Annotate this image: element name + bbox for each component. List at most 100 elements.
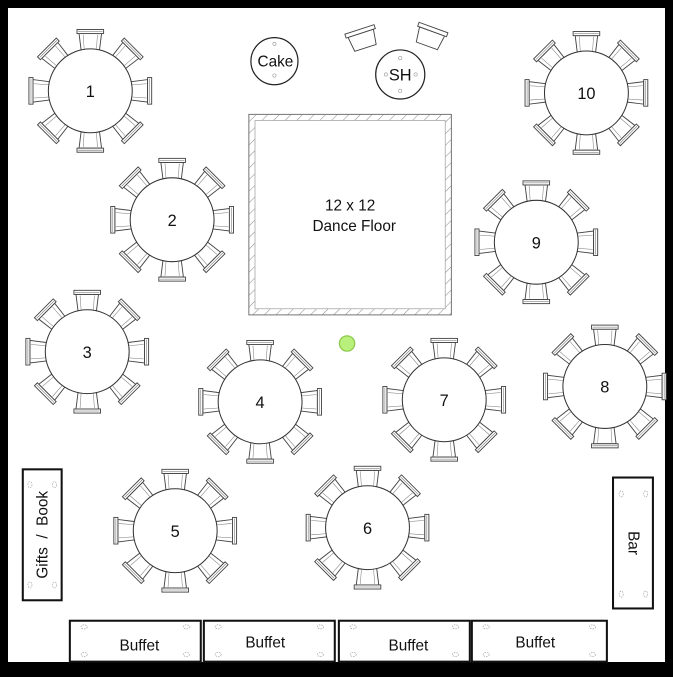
table-top <box>47 48 133 134</box>
chair <box>158 260 186 282</box>
chair <box>28 77 50 105</box>
bar-table[interactable]: Bar <box>611 476 654 610</box>
table-top <box>217 359 303 445</box>
buffet-table[interactable]: Buffet <box>202 619 336 663</box>
table-number: 2 <box>168 212 177 230</box>
buffet-leg-marker <box>482 652 490 657</box>
chair <box>430 337 458 360</box>
table-number: 3 <box>83 344 92 362</box>
table-top <box>132 488 218 574</box>
chair <box>305 513 328 542</box>
floor-plan-canvas: 12 x 12 Dance Floor Cake SH <box>8 8 667 663</box>
chair <box>300 388 322 416</box>
buffet-leg-marker <box>214 652 222 657</box>
sweetheart-chair <box>344 24 377 52</box>
chair <box>198 388 220 416</box>
chair <box>246 442 274 464</box>
buffet-leg-marker <box>80 652 88 657</box>
buffet-table[interactable]: Buffet <box>470 619 608 663</box>
chair <box>212 205 234 234</box>
sweetheart-chair <box>415 21 449 51</box>
chair <box>130 77 153 105</box>
dance-floor: 12 x 12 Dance Floor <box>248 113 452 316</box>
round-table[interactable]: 5 <box>113 468 238 593</box>
green-marker-dot[interactable] <box>338 335 356 352</box>
chair <box>215 516 238 545</box>
dance-floor-label: Dance Floor <box>312 218 396 235</box>
buffet-label: Buffet <box>389 637 430 654</box>
table-top <box>562 344 648 429</box>
buffet-leg-marker <box>183 624 190 630</box>
table-number: 9 <box>532 234 541 252</box>
sweetheart-table[interactable]: SH <box>344 21 449 100</box>
floor-plan-svg: 12 x 12 Dance Floor Cake SH <box>21 21 667 663</box>
table-top <box>129 177 215 263</box>
buffet-leg-marker <box>80 624 88 630</box>
round-table[interactable]: 7 <box>382 337 507 462</box>
table-number: 6 <box>363 520 372 538</box>
chair <box>572 31 601 53</box>
chair <box>246 339 274 362</box>
buffet-label: Buffet <box>120 637 161 654</box>
chair <box>127 337 150 366</box>
round-table[interactable]: 4 <box>198 339 322 464</box>
buffet-leg-marker <box>214 624 222 630</box>
table-top <box>543 50 629 136</box>
chair <box>524 79 546 107</box>
table-number: 7 <box>440 392 449 410</box>
gifts-book-label: Gifts / Book <box>34 491 51 579</box>
chair <box>113 516 135 545</box>
buffet-leg-marker <box>452 652 459 657</box>
chair <box>25 337 47 366</box>
cake-table[interactable]: Cake <box>250 37 299 86</box>
chair <box>73 392 101 414</box>
chair <box>382 386 404 414</box>
table-number: 8 <box>600 379 609 397</box>
round-table[interactable]: 2 <box>110 157 234 282</box>
chair <box>543 372 565 401</box>
buffet-label: Buffet <box>515 634 556 651</box>
buffet-leg-marker <box>589 652 596 657</box>
buffet-leg-marker <box>482 624 490 630</box>
round-table[interactable]: 10 <box>524 31 649 155</box>
chair <box>76 131 105 153</box>
gifts-book-table[interactable]: Gifts / Book <box>21 468 63 602</box>
buffet-label: Buffet <box>245 634 286 651</box>
chair <box>572 133 601 155</box>
chair <box>76 29 105 51</box>
bar-label: Bar <box>624 531 641 555</box>
buffet-leg-marker <box>349 652 357 657</box>
chair <box>522 180 551 202</box>
buffet-leg-marker <box>452 624 459 630</box>
chair <box>353 465 382 488</box>
chair <box>645 372 667 401</box>
round-table[interactable]: 3 <box>25 289 150 414</box>
chair <box>474 228 496 257</box>
round-table[interactable]: 8 <box>543 324 667 449</box>
buffet-leg-marker <box>349 624 357 630</box>
buffet-leg-marker <box>317 624 324 630</box>
chair <box>110 205 132 234</box>
chair <box>161 571 189 593</box>
chair <box>407 513 430 542</box>
table-number: 10 <box>577 85 595 103</box>
buffet-table[interactable]: Buffet <box>337 619 471 663</box>
chair <box>158 157 186 180</box>
cake-label: Cake <box>258 53 294 70</box>
chair <box>161 468 189 491</box>
buffet-leg-marker <box>589 624 596 630</box>
round-table[interactable]: 1 <box>28 29 153 153</box>
buffet-table[interactable]: Buffet <box>68 619 202 663</box>
chair <box>591 324 619 347</box>
buffet-leg-marker <box>183 652 190 657</box>
chair <box>626 79 649 107</box>
table-top <box>44 309 130 395</box>
chair <box>576 228 599 257</box>
guest-tables: 1 2 3 45 6 7 8 9 10 <box>25 29 667 593</box>
chair <box>73 289 101 312</box>
round-table[interactable]: 9 <box>474 180 599 305</box>
round-table[interactable]: 6 <box>305 465 430 590</box>
table-number: 1 <box>86 83 95 101</box>
chair <box>484 386 507 414</box>
buffet-leg-marker <box>317 652 324 657</box>
